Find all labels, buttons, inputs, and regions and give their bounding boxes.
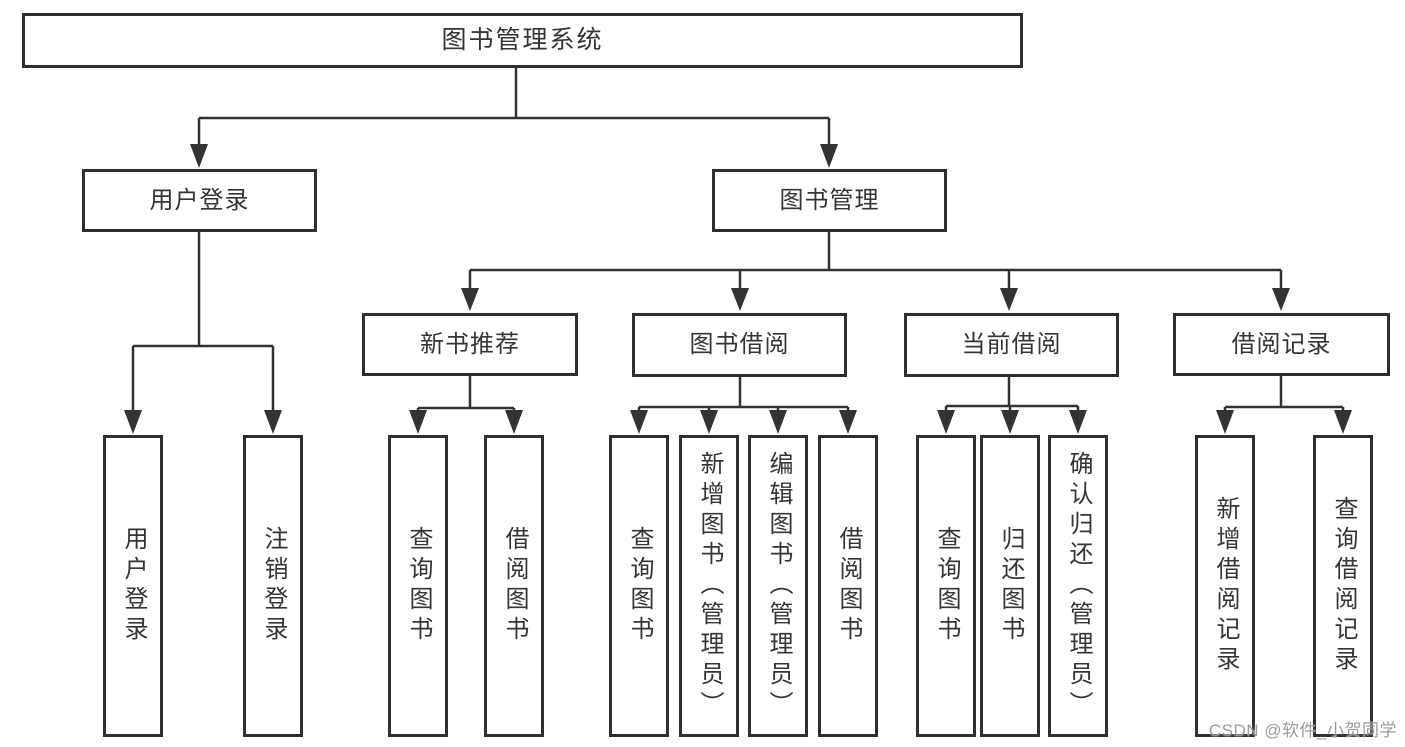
node-leaf-user-login: 用户登录	[103, 435, 163, 737]
node-leaf-newbook-query-books: 查询图书	[388, 435, 448, 737]
node-leaf-logout: 注销登录	[243, 435, 303, 737]
node-book-management-branch: 图书管理	[712, 169, 947, 232]
node-new-book-recommend: 新书推荐	[362, 313, 578, 376]
node-book-borrowing: 图书借阅	[632, 313, 847, 377]
node-leaf-borrow-edit-books-admin: 编辑图书（管理员）	[748, 435, 808, 737]
node-borrowing-records: 借阅记录	[1173, 313, 1390, 376]
csdn-watermark: CSDN @软件_小贺同学	[1208, 721, 1397, 740]
node-leaf-borrow-borrow-books: 借阅图书	[818, 435, 878, 737]
node-leaf-record-query: 查询借阅记录	[1313, 435, 1373, 737]
node-leaf-current-query-books: 查询图书	[916, 435, 976, 737]
node-leaf-borrow-query-books: 查询图书	[609, 435, 669, 737]
node-leaf-current-return-books: 归还图书	[980, 435, 1040, 737]
node-leaf-borrow-add-books-admin: 新增图书（管理员）	[679, 435, 739, 737]
node-leaf-newbook-borrow-books: 借阅图书	[484, 435, 544, 737]
node-leaf-current-confirm-return-admin: 确认归还（管理员）	[1048, 435, 1108, 737]
node-user-login-branch: 用户登录	[82, 169, 317, 232]
node-root-library-system: 图书管理系统	[22, 13, 1023, 68]
node-leaf-record-add: 新增借阅记录	[1195, 435, 1255, 737]
node-current-borrowing: 当前借阅	[904, 313, 1119, 377]
